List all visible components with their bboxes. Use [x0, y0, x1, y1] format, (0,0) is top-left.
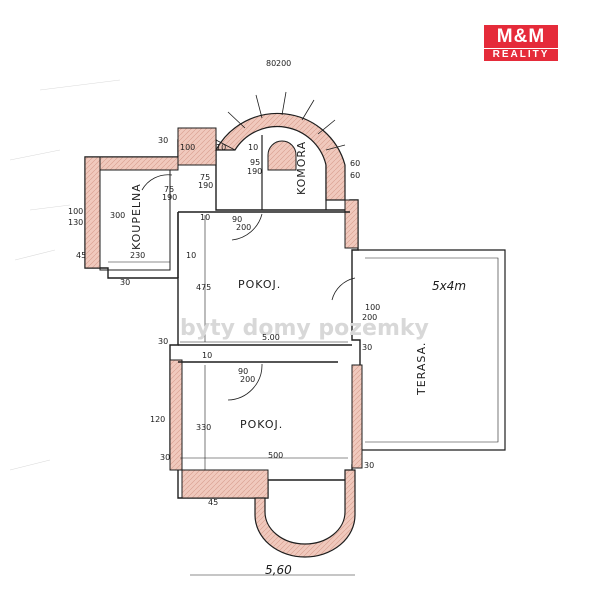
logo-line1: M&M [484, 25, 558, 48]
dim-30c: 30 [158, 337, 168, 346]
dim-komora-h: 190 [247, 167, 262, 176]
dim-45b: 45 [208, 498, 218, 507]
dim-stair-a: 80 [266, 59, 276, 68]
dim-60b: 60 [350, 171, 360, 180]
dim-bath-door2-h: 190 [198, 181, 213, 190]
dim-bath-door2-w: 75 [200, 173, 210, 182]
dim-200b: 200 [362, 313, 377, 322]
room-komora-label: KOMORA [295, 141, 308, 195]
dim-komora-w: 95 [250, 158, 260, 167]
dim-300: 300 [110, 211, 125, 220]
hatch-right-wall [344, 199, 359, 249]
room-terasa-label: TERASA. [415, 342, 428, 396]
dim-bath-door-h: 190 [162, 193, 177, 202]
dim-100b: 100 [365, 303, 380, 312]
dim-200: 200 [236, 223, 251, 232]
room-pokoj-upper-label: POKOJ. [238, 278, 281, 291]
terrace-inner [365, 257, 499, 443]
dim-30e: 30 [160, 453, 170, 462]
dim-120: 120 [150, 415, 165, 424]
dim-bath-door-w: 75 [164, 185, 174, 194]
dim-stair-b: 200 [276, 59, 291, 68]
stair-treads [215, 91, 346, 151]
hatch-chimney [177, 127, 217, 166]
door-arc-room1 [231, 213, 263, 241]
dim-475: 475 [196, 283, 211, 292]
logo-line2: REALITY [484, 49, 558, 61]
terrace-size-label: 5x4m [432, 279, 466, 293]
dim-chim2: 100 [180, 143, 195, 152]
door-arc-bath [141, 174, 173, 191]
dim-10a: 10 [216, 143, 226, 152]
dimension-lines [108, 215, 355, 576]
dim-330: 330 [196, 423, 211, 432]
dim-10b: 10 [248, 143, 258, 152]
door-arc-room2 [227, 363, 263, 401]
dim-30f: 30 [364, 461, 374, 470]
dim-200c: 200 [240, 375, 255, 384]
dim-10c: 10 [200, 213, 210, 222]
partition-rooms [178, 344, 352, 363]
dim-chim: 30 [158, 136, 168, 145]
dim-500: 5.00 [262, 333, 280, 342]
door-arc-terrace [331, 277, 356, 301]
dim-500b: 500 [268, 451, 283, 460]
dim-100: 100 [68, 207, 83, 216]
dimension-labels: 80 200 30 100 10 10 95 190 60 60 75 190 … [68, 59, 380, 577]
hatch-left-wall-2 [169, 359, 183, 471]
dim-230: 230 [130, 251, 145, 260]
watermark: byty domy pozemky [180, 316, 429, 341]
hatch-bottom-wall [181, 469, 269, 499]
stair-core [267, 140, 297, 171]
stair-outer-arc [214, 112, 346, 201]
dim-10g: 10 [202, 351, 212, 360]
dim-30b: 30 [120, 278, 130, 287]
dim-130: 130 [68, 218, 83, 227]
bay-window [254, 469, 356, 558]
dim-60a: 60 [350, 159, 360, 168]
dim-total: 5,60 [265, 563, 292, 577]
dim-45: 45 [76, 251, 86, 260]
room-koupelna-label: KOUPELNA [130, 183, 143, 250]
background-scribbles [9, 79, 121, 471]
dim-30d: 30 [362, 343, 372, 352]
dim-90: 90 [232, 215, 242, 224]
room-pokoj-lower-label: POKOJ. [240, 418, 283, 431]
hatch-right-wall-2 [351, 364, 363, 469]
terrace-outline [358, 249, 506, 451]
hatch-top-wall [99, 156, 179, 171]
dim-10e: 10 [186, 251, 196, 260]
dim-90b: 90 [238, 367, 248, 376]
hatch-left-wall [84, 156, 101, 269]
walls [84, 91, 506, 558]
mm-reality-logo: M&M REALITY [484, 25, 558, 61]
